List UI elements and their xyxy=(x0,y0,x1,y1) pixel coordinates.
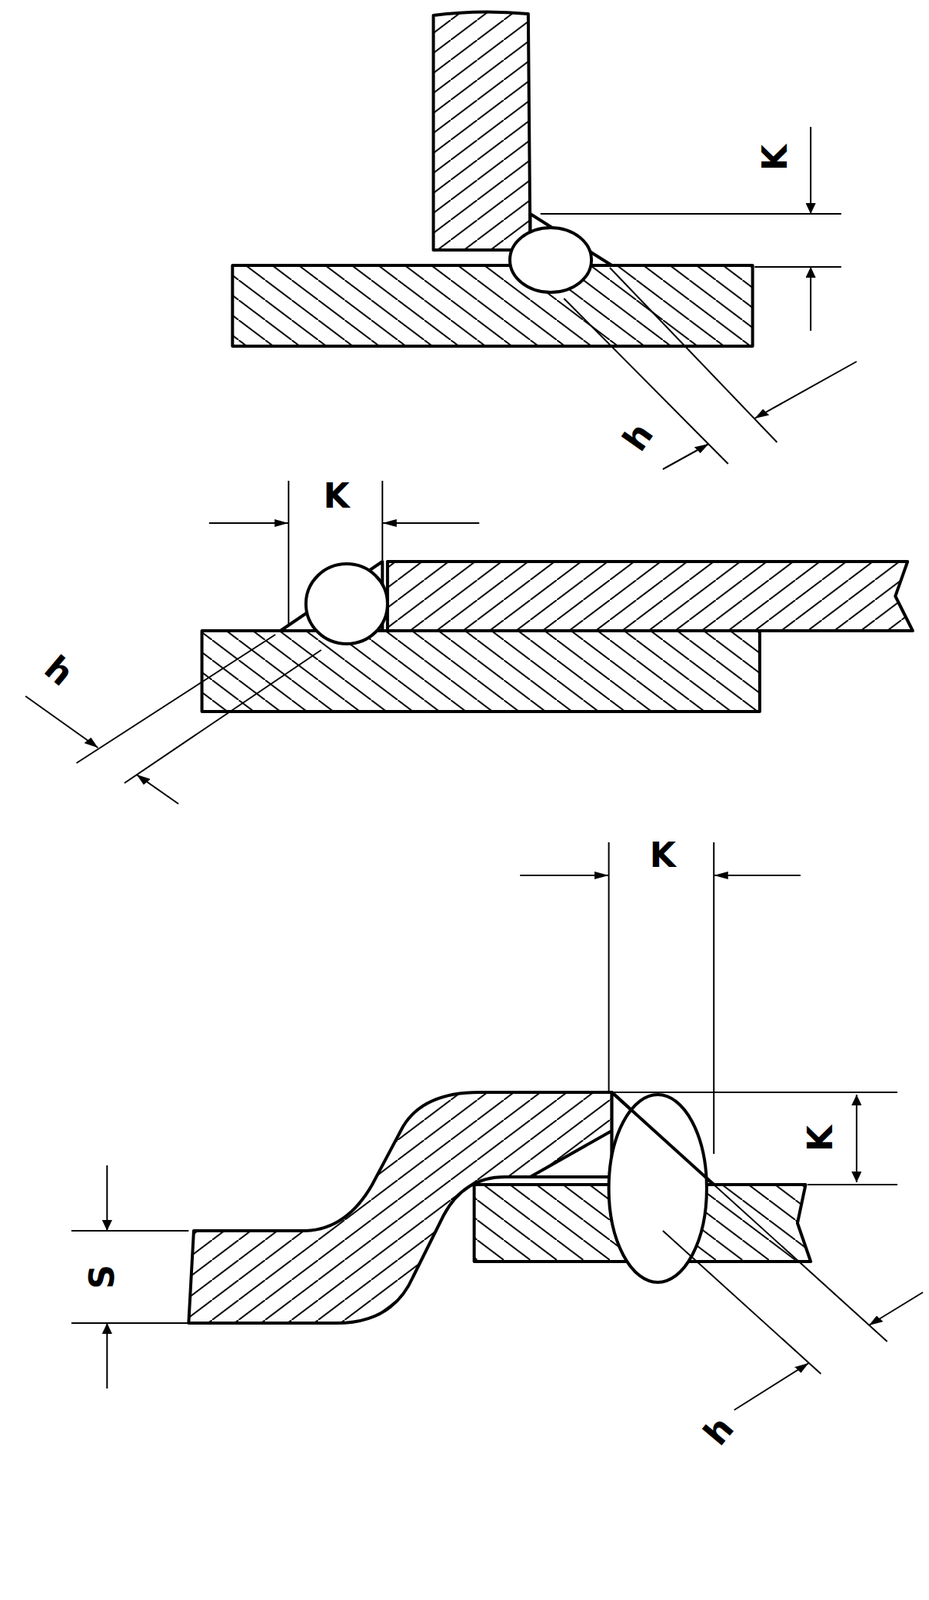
dimension-label: K xyxy=(321,479,353,513)
dimension-label: h xyxy=(616,415,660,459)
joggled-joint-dimensions xyxy=(71,842,923,1410)
t-joint xyxy=(232,11,753,347)
dimension-label: S xyxy=(85,1261,120,1292)
lap-joint-dimensions xyxy=(25,480,480,804)
t-joint-dimensions xyxy=(540,126,857,470)
dimension-label: K xyxy=(758,142,793,174)
lap-joint xyxy=(202,561,913,712)
dimension-label: K xyxy=(803,1122,838,1154)
dimension-label: h xyxy=(36,648,81,693)
joggled-joint xyxy=(188,1092,811,1323)
dimension-label: h xyxy=(696,1408,742,1453)
dimension-label: K xyxy=(647,838,679,873)
